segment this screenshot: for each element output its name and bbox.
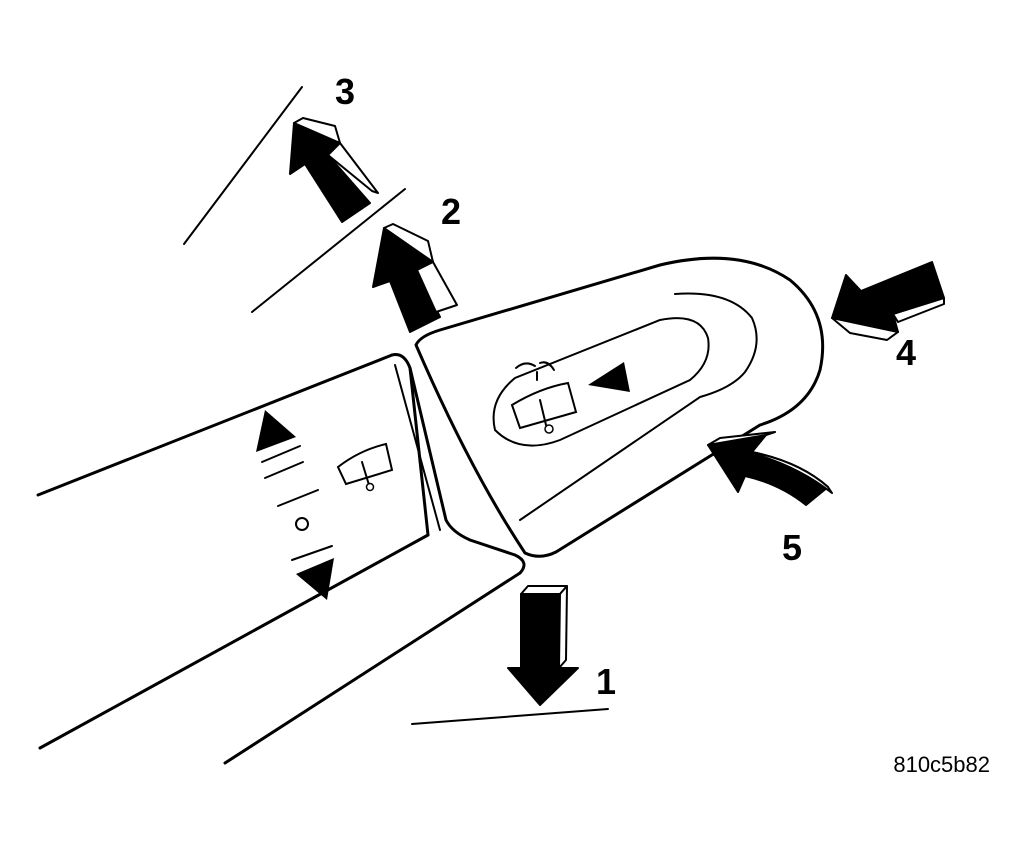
wiper-icon xyxy=(510,381,578,434)
arrow-5-icon xyxy=(707,431,833,506)
callout-4: 4 xyxy=(896,332,916,373)
callout-2: 2 xyxy=(441,191,461,232)
callout-5: 5 xyxy=(782,527,802,568)
callout-3: 3 xyxy=(335,71,355,112)
callout-1: 1 xyxy=(596,661,616,702)
arrow-1-icon xyxy=(507,585,579,706)
stalk-shaft xyxy=(36,353,526,765)
intermittent-dot-icon xyxy=(295,517,309,531)
arrow-2-icon xyxy=(372,223,458,333)
stalk-markings xyxy=(256,410,394,600)
figure-code: 810c5b82 xyxy=(893,752,990,777)
up-triangle-icon xyxy=(256,410,296,452)
mist-triangle-icon xyxy=(588,362,630,392)
down-triangle-icon xyxy=(296,558,334,600)
arrow-4-icon xyxy=(831,261,945,341)
arrow-3-icon xyxy=(289,117,379,223)
reference-lines xyxy=(183,86,609,725)
wiper-icon xyxy=(336,442,394,492)
stalk-end-cap xyxy=(414,256,825,558)
